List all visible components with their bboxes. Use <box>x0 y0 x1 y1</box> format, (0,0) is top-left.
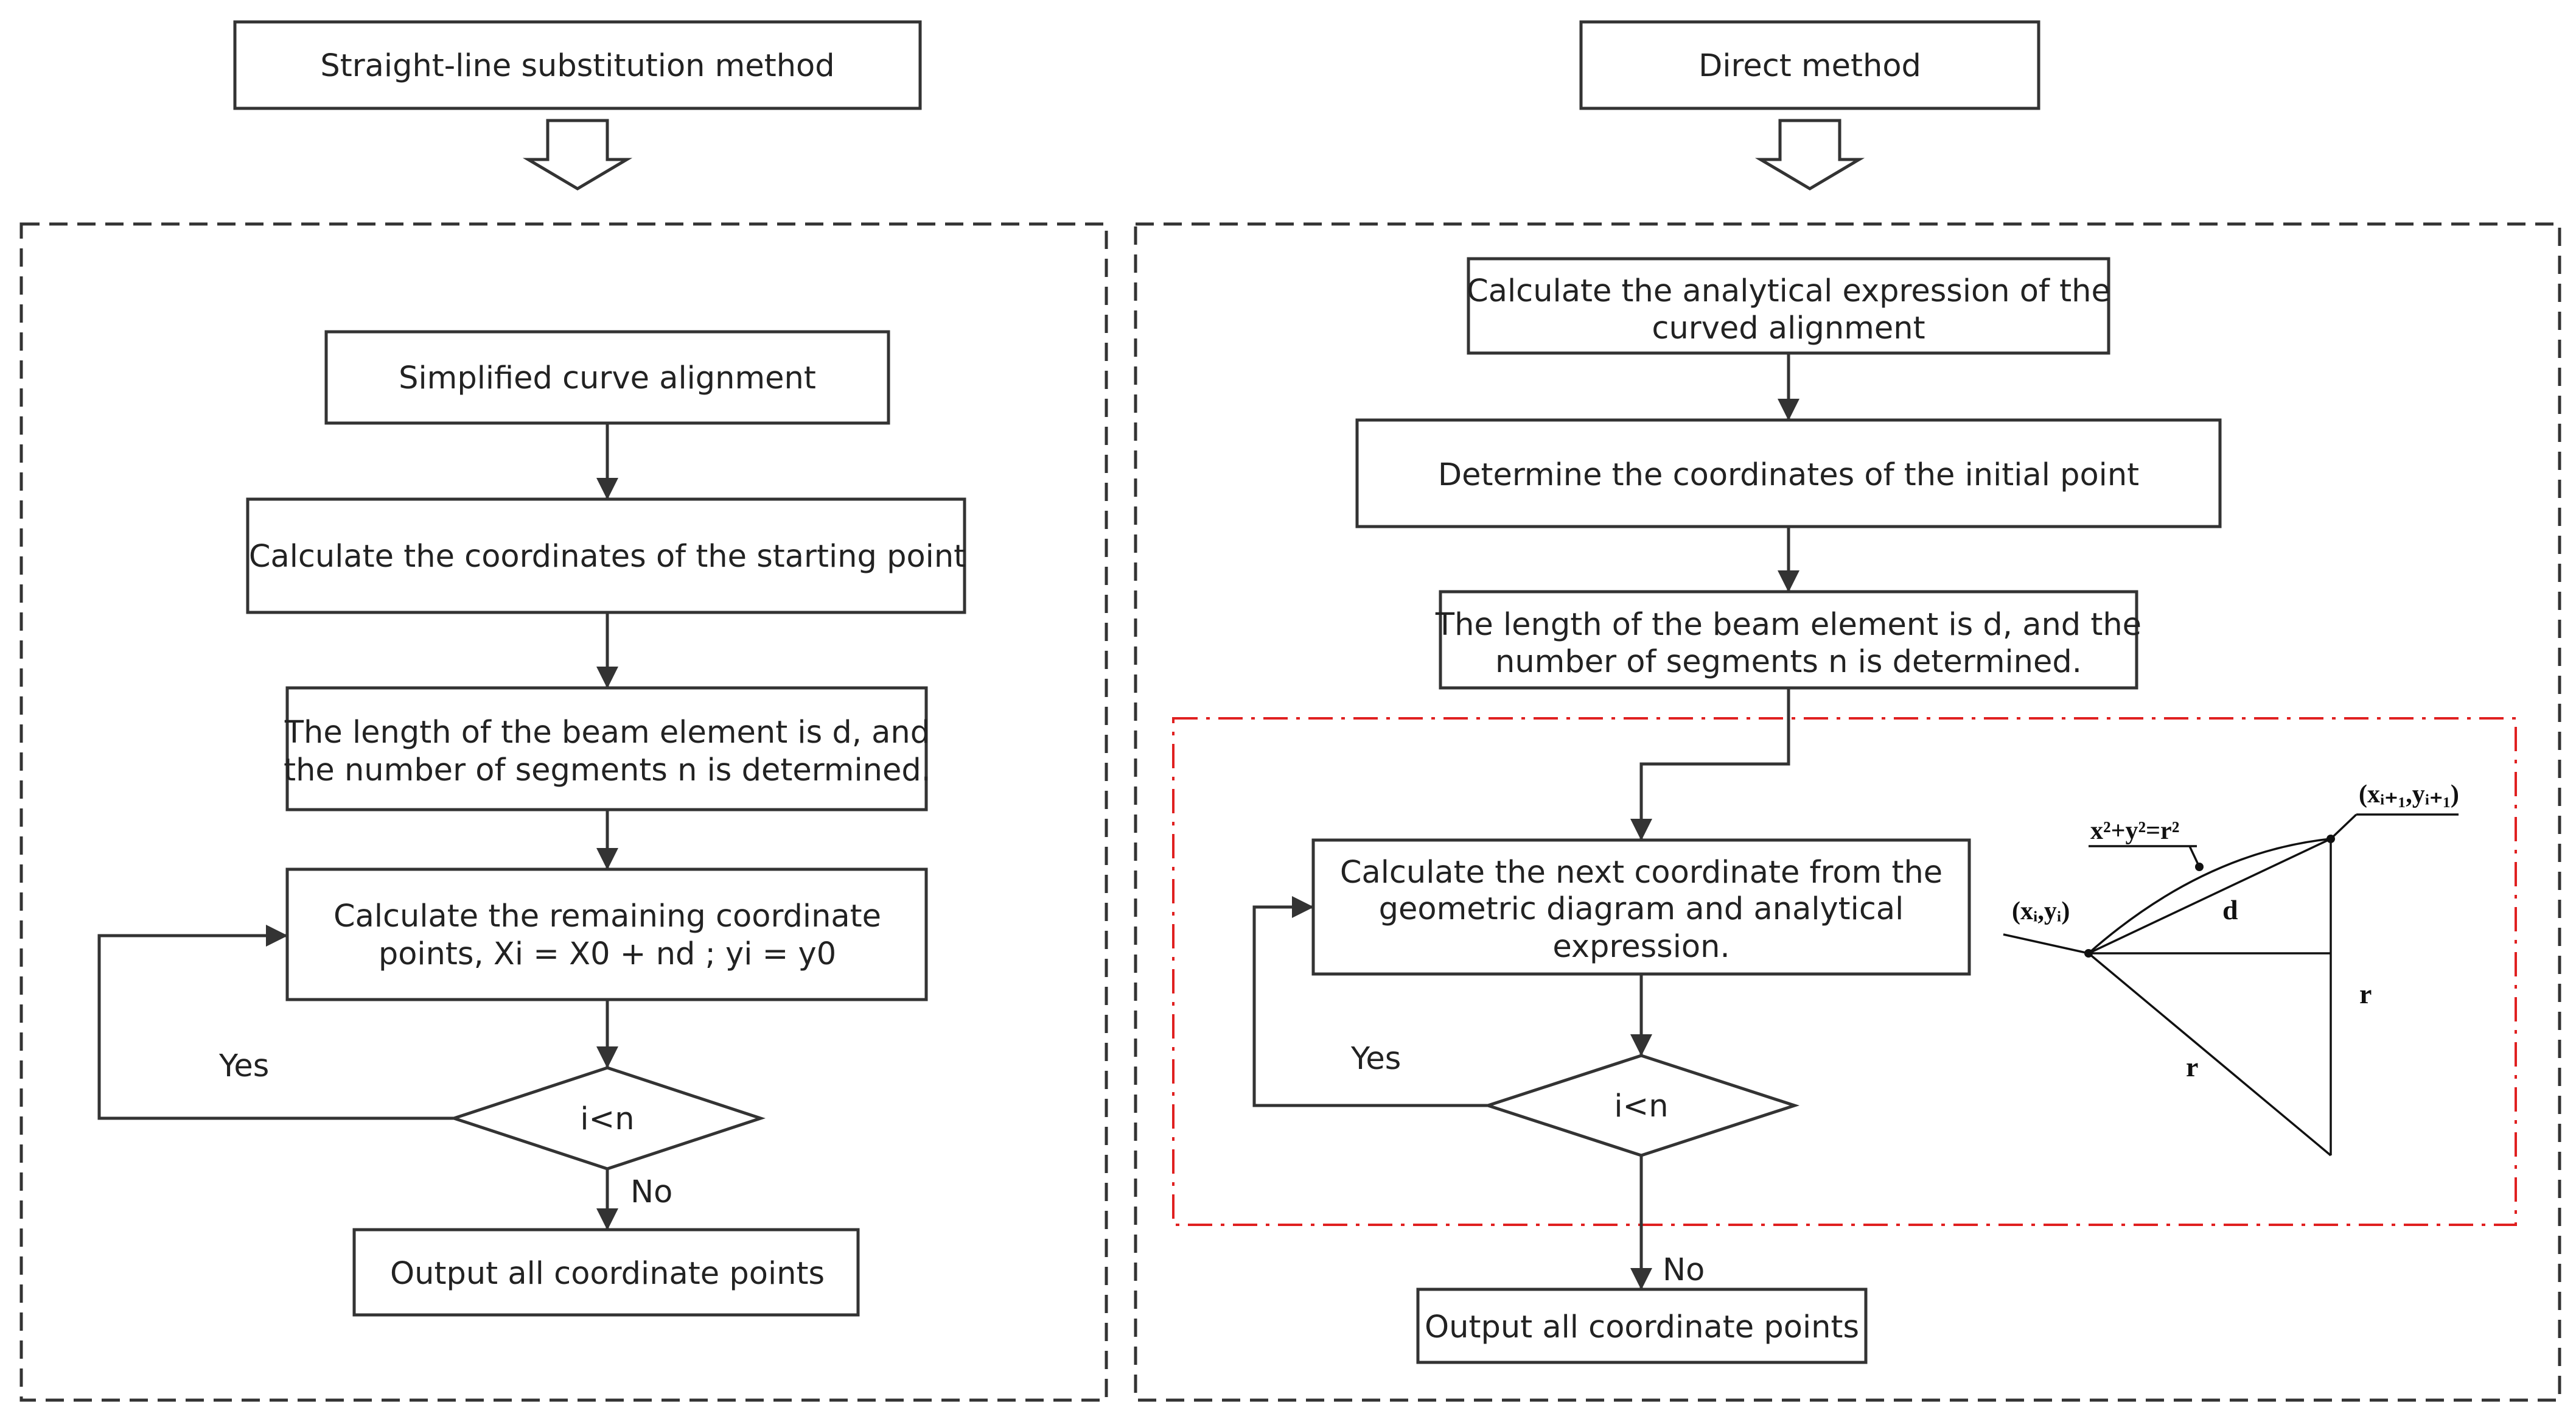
left-dashed-frame <box>19 222 1108 1402</box>
radius-label-vertical: r <box>2359 978 2372 1009</box>
right-method-panel: Direct method Calculate the analytical e… <box>1134 20 2561 1402</box>
iteration-highlight-frame <box>1172 717 2517 1226</box>
left-down-arrow-icon <box>522 119 633 191</box>
left-decision-text: i<n <box>580 1101 634 1137</box>
left-no-label: No <box>630 1174 672 1210</box>
right-decision-text: i<n <box>1614 1088 1668 1124</box>
left-output-text: Output all coordinate points <box>390 1256 825 1292</box>
right-step3-line1: The length of the beam element is d, and… <box>1435 607 2141 643</box>
left-method-panel: Straight-line substitution method Simpli… <box>19 20 1108 1402</box>
left-step1-text: Simplified curve alignment <box>399 360 816 396</box>
chord-d-label: d <box>2222 894 2238 925</box>
geometry-figure: x²+y²=r² (xᵢ,yᵢ) (xᵢ₊₁,yᵢ₊₁) d r r <box>2003 780 2459 1157</box>
right-down-arrow-icon <box>1754 119 1865 191</box>
left-step4-line2: points, Xi = X0 + nd ; yi = y0 <box>379 936 836 972</box>
left-step2-text: Calculate the coordinates of the startin… <box>249 539 966 575</box>
circle-equation-label: x²+y²=r² <box>2090 817 2179 845</box>
right-step1-box <box>1467 257 2110 355</box>
right-step4-line2: geometric diagram and analytical <box>1379 891 1904 927</box>
right-step2-text: Determine the coordinates of the initial… <box>1438 457 2139 493</box>
radius-diagonal-line <box>2087 952 2332 1157</box>
left-step4-box <box>285 867 928 1001</box>
point-i-leader <box>2003 933 2089 955</box>
point-next-dot <box>2326 835 2335 843</box>
point-next-leader <box>2330 813 2358 840</box>
chord-d-line <box>2088 838 2331 955</box>
right-output-text: Output all coordinate points <box>1425 1309 1859 1345</box>
left-step1-box <box>324 330 890 425</box>
right-method-title-box <box>1579 20 2040 110</box>
right-output-box <box>1416 1288 1868 1364</box>
right-step3-line2: number of segments n is determined. <box>1495 644 2082 680</box>
arc-point-dot <box>2195 863 2204 871</box>
left-step4-line1: Calculate the remaining coordinate <box>333 899 881 934</box>
right-arrow-3 <box>1630 688 1790 841</box>
left-yes-label: Yes <box>218 1048 269 1084</box>
left-step2-box <box>246 497 966 614</box>
right-dashed-frame <box>1134 222 2561 1402</box>
left-yes-loop-arrow <box>97 925 454 1120</box>
point-i-dot <box>2084 949 2093 958</box>
right-step4-line1: Calculate the next coordinate from the <box>1340 855 1942 891</box>
left-output-box <box>352 1228 860 1317</box>
right-step1-line1: Calculate the analytical expression of t… <box>1467 273 2110 309</box>
left-step3-line2: the number of segments n is determined. <box>284 752 931 788</box>
radius-label-diagonal: r <box>2186 1051 2198 1082</box>
right-method-title: Direct method <box>1698 48 1921 84</box>
right-no-label: No <box>1663 1252 1705 1288</box>
right-step4-line3: expression. <box>1552 929 1730 965</box>
right-step4-box <box>1311 838 1971 976</box>
point-next-label: (xᵢ₊₁,yᵢ₊₁) <box>2359 780 2459 808</box>
circle-arc <box>2087 838 2331 955</box>
right-yes-loop-arrow <box>1252 896 1488 1107</box>
right-yes-label: Yes <box>1350 1041 1401 1077</box>
left-method-title: Straight-line substitution method <box>320 48 834 84</box>
point-i-label: (xᵢ,yᵢ) <box>2012 897 2070 925</box>
left-step3-line1: The length of the beam element is d, and <box>284 715 930 751</box>
left-method-title-box <box>233 20 922 110</box>
right-step2-box <box>1355 418 2222 528</box>
right-step1-line2: curved alignment <box>1652 310 1925 346</box>
